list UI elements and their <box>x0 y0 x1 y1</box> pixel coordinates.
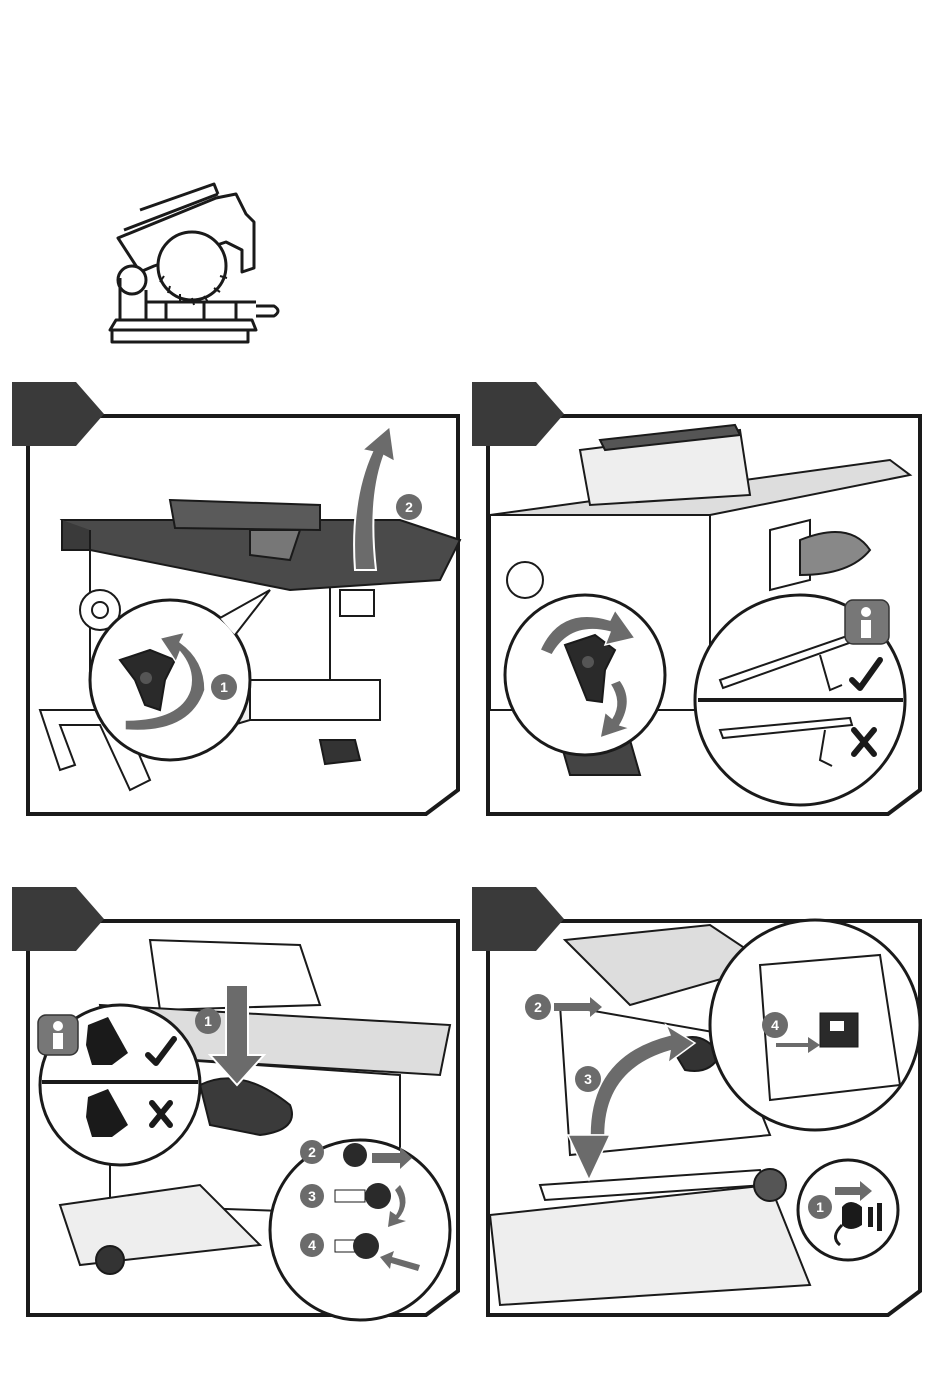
instruction-panel-3: 1 2 3 <box>0 885 470 1325</box>
svg-text:1: 1 <box>204 1013 212 1029</box>
info-person-icon <box>38 1015 78 1055</box>
step-badge-2: 2 <box>396 494 422 520</box>
info-person-icon <box>845 600 889 644</box>
step-badge-1: 1 <box>211 674 237 700</box>
svg-text:3: 3 <box>308 1188 316 1204</box>
svg-text:2: 2 <box>534 999 542 1015</box>
svg-text:1: 1 <box>220 679 228 695</box>
table-saw-mode-icon <box>106 180 286 350</box>
svg-text:2: 2 <box>308 1144 316 1160</box>
step-badge-1: 1 <box>195 1008 221 1034</box>
instruction-panel-2 <box>470 380 940 820</box>
switch-icon <box>820 1013 858 1047</box>
svg-text:2: 2 <box>405 499 413 515</box>
zoom-circle <box>270 1140 450 1320</box>
svg-text:3: 3 <box>584 1071 592 1087</box>
step-badge-1: 1 <box>808 1195 832 1219</box>
svg-text:1: 1 <box>816 1199 824 1215</box>
svg-text:4: 4 <box>308 1237 316 1253</box>
step-badge-3: 3 <box>575 1066 601 1092</box>
svg-text:4: 4 <box>771 1017 779 1033</box>
instruction-panel-1: 1 2 <box>0 380 470 820</box>
instruction-panel-4: 2 3 4 1 <box>470 885 940 1325</box>
